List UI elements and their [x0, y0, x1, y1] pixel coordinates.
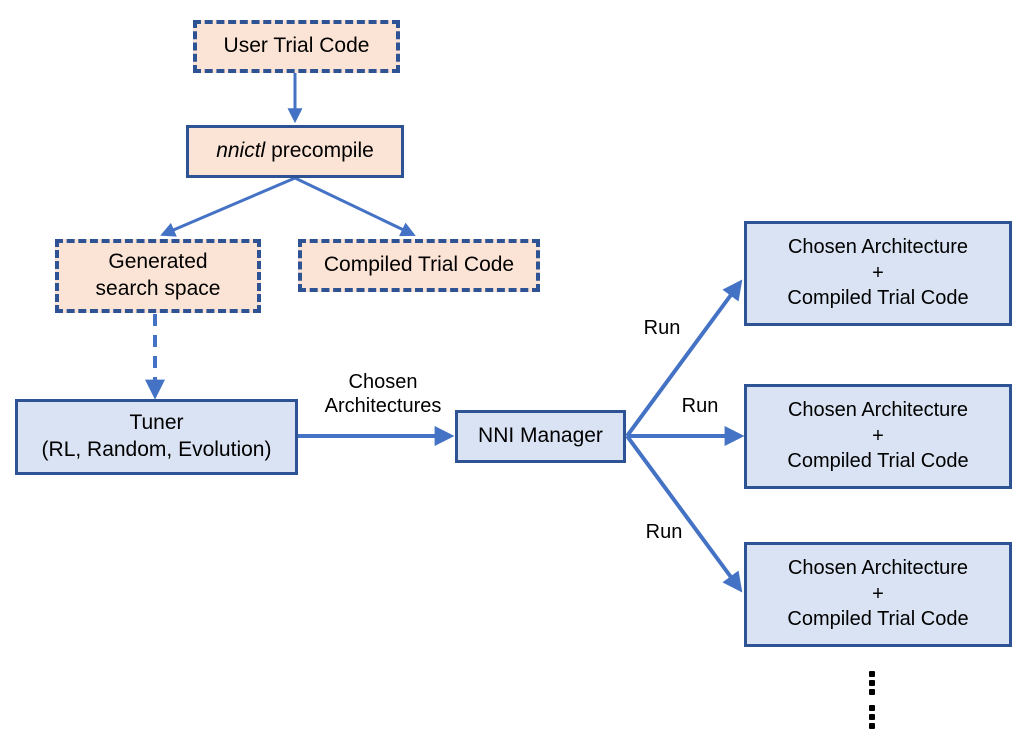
edge-nni-manager-to-trial-3	[625, 434, 743, 593]
node-nni-manager-label: NNI Manager	[478, 424, 603, 448]
edge-nni-manager-to-trial-1	[625, 279, 743, 438]
edge-nnictl-to-compiled-trial-code	[294, 176, 416, 237]
node-trial-1-label: Chosen Architecture + Compiled Trial Cod…	[787, 236, 969, 310]
edge-label-chosen-architectures: Chosen Architectures	[324, 371, 442, 417]
node-user-trial-code[interactable]: User Trial Code	[193, 20, 400, 73]
nnictl-command-token: nnictl	[216, 139, 266, 163]
vertical-ellipsis-icon-lower	[868, 705, 876, 729]
node-user-trial-code-label: User Trial Code	[223, 34, 370, 58]
ellipsis-dot	[869, 723, 875, 729]
node-generated-search-space-label: Generated search space	[95, 250, 221, 300]
node-compiled-trial-code[interactable]: Compiled Trial Code	[298, 239, 540, 292]
node-trial-3[interactable]: Chosen Architecture + Compiled Trial Cod…	[744, 542, 1012, 647]
node-nnictl-precompile[interactable]: nnictl precompile	[186, 125, 404, 178]
node-trial-3-label: Chosen Architecture + Compiled Trial Cod…	[787, 557, 969, 631]
node-compiled-trial-code-label: Compiled Trial Code	[323, 253, 515, 277]
ellipsis-dot	[869, 705, 875, 711]
ellipsis-dot	[869, 680, 875, 686]
node-tuner-label: Tuner (RL, Random, Evolution)	[41, 411, 272, 461]
ellipsis-dot	[869, 671, 875, 677]
edge-label-run-3: Run	[645, 521, 683, 543]
ellipsis-dot	[869, 714, 875, 720]
edge-label-run-1: Run	[643, 317, 681, 339]
precompile-token: precompile	[265, 139, 374, 163]
node-trial-1[interactable]: Chosen Architecture + Compiled Trial Cod…	[744, 221, 1012, 326]
vertical-ellipsis-icon-upper	[868, 671, 876, 695]
node-trial-2[interactable]: Chosen Architecture + Compiled Trial Cod…	[744, 384, 1012, 489]
node-nnictl-precompile-label: nnictl precompile	[212, 138, 378, 165]
edge-nnictl-to-search-space	[160, 176, 296, 237]
node-tuner[interactable]: Tuner (RL, Random, Evolution)	[15, 399, 298, 475]
node-trial-2-label: Chosen Architecture + Compiled Trial Cod…	[787, 399, 969, 473]
node-generated-search-space[interactable]: Generated search space	[55, 239, 261, 313]
ellipsis-dot	[869, 689, 875, 695]
edge-label-run-2: Run	[681, 395, 719, 417]
node-nni-manager[interactable]: NNI Manager	[455, 410, 626, 463]
